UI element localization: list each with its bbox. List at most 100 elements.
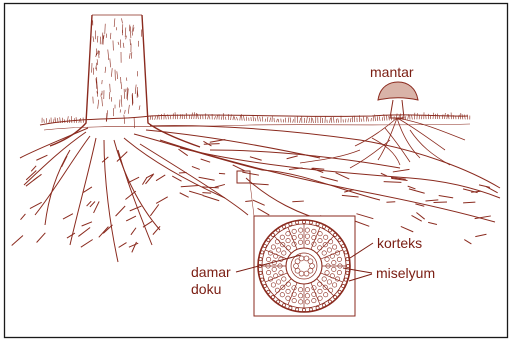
- rootlet: [102, 157, 108, 162]
- grass-blade: [379, 116, 380, 121]
- bark-stroke: [128, 105, 129, 114]
- bark-stroke: [129, 53, 130, 59]
- rootlet: [202, 193, 211, 194]
- grass-blade: [265, 119, 266, 122]
- grass-blade: [288, 117, 289, 122]
- bark-stroke: [121, 95, 122, 107]
- grass-blade: [234, 117, 235, 121]
- rootlet: [210, 140, 225, 143]
- rootlet: [486, 187, 498, 193]
- rootlet: [132, 242, 137, 252]
- rootlet: [475, 234, 486, 236]
- rootlet: [150, 204, 158, 215]
- bark-stroke: [114, 18, 115, 27]
- bark-stroke: [97, 59, 98, 65]
- grass-blade: [330, 118, 331, 123]
- rootlet: [408, 186, 416, 189]
- bark-stroke: [111, 68, 112, 77]
- rootlet: [178, 149, 187, 156]
- grass-blade: [67, 116, 68, 123]
- grass-blade: [49, 120, 50, 123]
- grass-blade: [233, 116, 234, 120]
- bark-stroke: [108, 49, 109, 59]
- grass-blade: [71, 116, 72, 123]
- rootlet: [21, 214, 26, 220]
- grass-blade: [79, 119, 80, 123]
- bark-stroke: [131, 52, 132, 58]
- root-branch: [140, 144, 248, 215]
- rootlet: [37, 233, 46, 243]
- grass-blade: [311, 117, 312, 123]
- rootlet: [63, 214, 73, 219]
- rootlet: [201, 159, 210, 162]
- tree-trunk: [50, 15, 200, 147]
- rootlet: [81, 240, 93, 248]
- rootlet: [153, 226, 160, 234]
- rootlet: [130, 206, 142, 211]
- hypha: [397, 118, 445, 150]
- hypha: [410, 130, 450, 165]
- hypha: [397, 118, 465, 140]
- bark-stroke: [139, 105, 140, 110]
- rootlet: [233, 165, 245, 171]
- rootlet: [87, 201, 92, 206]
- grass-blade: [257, 116, 258, 121]
- rootlet: [192, 166, 200, 169]
- root-branch: [35, 136, 90, 215]
- bark-stroke: [102, 33, 103, 45]
- bark-stroke: [125, 110, 126, 114]
- grass-blade: [240, 115, 241, 120]
- bark-stroke: [118, 42, 119, 45]
- rootlet: [250, 157, 262, 161]
- rootlet: [401, 226, 413, 231]
- rootlet: [103, 225, 112, 234]
- hypha: [300, 150, 360, 163]
- rootlet: [12, 236, 23, 246]
- bark-stroke: [110, 58, 111, 67]
- grass-blade: [277, 119, 278, 122]
- rootlet: [258, 208, 270, 215]
- label-mycelium: miselyum: [376, 266, 435, 281]
- root-branch: [124, 138, 225, 198]
- grass-blade: [300, 118, 301, 123]
- grass-blade: [389, 116, 390, 120]
- bark-stroke: [122, 18, 123, 23]
- rootlet: [409, 189, 425, 193]
- bark-stroke: [126, 77, 127, 80]
- rootlet: [204, 144, 220, 145]
- grass-blade: [166, 116, 167, 120]
- rootlet: [156, 175, 165, 181]
- rootlet: [356, 214, 373, 219]
- bark-stroke: [123, 43, 124, 48]
- bark-stroke: [105, 67, 106, 73]
- rootlet: [245, 201, 252, 202]
- rootlet: [67, 233, 75, 238]
- grass-blade: [307, 117, 308, 123]
- rootlet: [94, 201, 100, 212]
- bark-stroke: [121, 82, 122, 89]
- grass-blade: [244, 116, 245, 121]
- grass-blade: [445, 113, 446, 119]
- hypha: [355, 118, 397, 146]
- grass-blade: [313, 118, 314, 123]
- grass-blade: [278, 119, 279, 122]
- grass-blade: [447, 114, 448, 119]
- bark-stroke: [98, 100, 99, 109]
- grass-blade: [186, 113, 187, 119]
- rootlet: [292, 201, 304, 202]
- rootlet: [242, 172, 259, 175]
- grass-blade: [192, 113, 193, 119]
- rootlet: [78, 227, 90, 236]
- rootlet: [439, 196, 453, 198]
- grass-blade: [215, 116, 216, 119]
- root-branch: [114, 140, 160, 230]
- root-branch: [70, 138, 96, 245]
- grass-blade: [338, 118, 339, 122]
- rootlet: [180, 193, 189, 198]
- grass-blade: [225, 117, 226, 120]
- rootlet: [126, 216, 136, 221]
- grass-blade: [368, 117, 369, 121]
- grass-blade: [208, 115, 209, 119]
- rootlet: [425, 200, 438, 201]
